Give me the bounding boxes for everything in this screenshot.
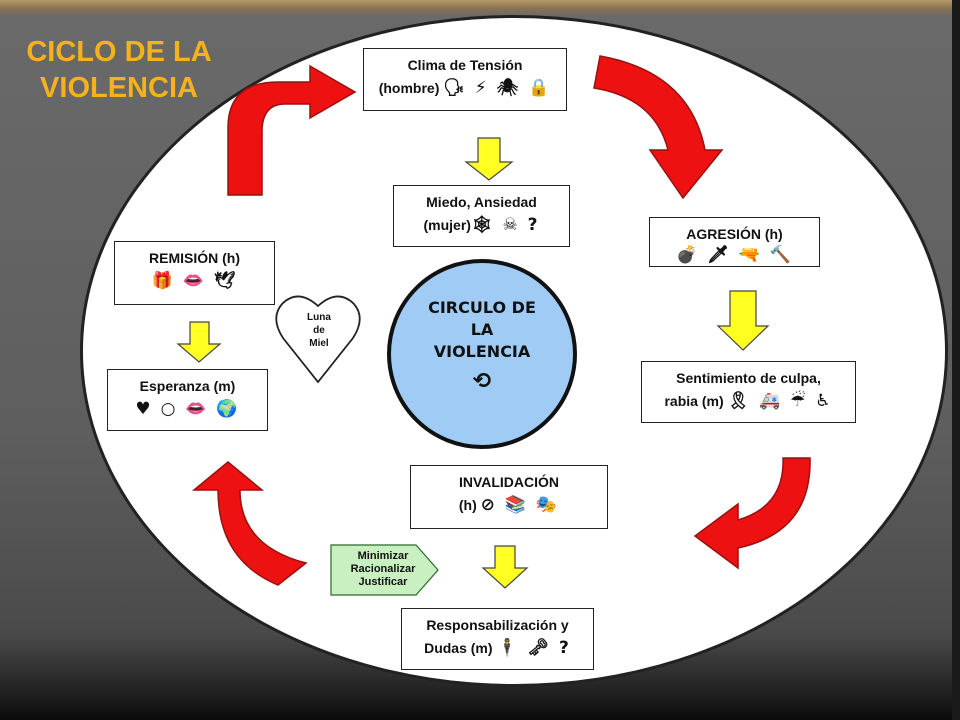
- heart-line-2: de: [313, 325, 325, 336]
- clima-icons: 🗣 ⚡ 🕷 🔒: [443, 78, 552, 98]
- cycle-icon: ⟲: [472, 369, 492, 394]
- miedo-icons: 🕸 ☠ ?: [470, 215, 540, 235]
- invalidacion-line-1: INVALIDACIÓN: [458, 474, 560, 490]
- miedo-line-1: Miedo, Ansiedad: [426, 194, 537, 210]
- heart-line-1: Luna: [307, 312, 331, 323]
- culpa-icons: 🎗 🚑 ☔ ♿: [727, 391, 833, 411]
- esperanza-line-1: Esperanza (m): [139, 378, 236, 394]
- heart-line-3: Miel: [309, 338, 329, 349]
- box-remision: REMISIÓN (h) 🎁 👄 🕊: [114, 241, 275, 305]
- center-line-3: VIOLENCIA: [433, 342, 531, 361]
- pentagon-line-1: Minimizar: [357, 550, 409, 562]
- invalidacion-line-2: (h): [458, 497, 477, 513]
- box-agresion: AGRESIÓN (h) 💣 🗡 🔫 🔨: [649, 217, 820, 267]
- center-circle: CIRCULO DE LA VIOLENCIA ⟲: [387, 259, 577, 449]
- pentagon-line-3: Justificar: [358, 576, 408, 588]
- invalidacion-icons: ⊘ 📚 🎭: [480, 495, 560, 515]
- slide-title: CICLO DE LA VIOLENCIA: [14, 34, 224, 106]
- red-arrow-top-left: [227, 64, 357, 196]
- title-line-1: CICLO DE LA: [26, 36, 212, 68]
- top-decoration: [0, 0, 960, 16]
- pentagon-label: Minimizar Racionalizar Justificar: [333, 550, 433, 589]
- yellow-arrow-remision-to-esperanza: [176, 321, 222, 363]
- clima-line-1: Clima de Tensión: [407, 57, 523, 73]
- red-arrow-top-right: [593, 55, 724, 200]
- culpa-line-2: rabia (m): [664, 393, 724, 409]
- esperanza-icons: ♥ ○ 👄 🌍: [135, 399, 240, 419]
- box-clima-tension: Clima de Tensión (hombre) 🗣 ⚡ 🕷 🔒: [363, 48, 567, 111]
- miedo-line-2: (mujer): [423, 217, 471, 233]
- right-border: [952, 0, 960, 720]
- clima-line-2: (hombre): [378, 80, 440, 96]
- center-line-2: LA: [470, 320, 494, 339]
- yellow-arrow-clima-to-miedo: [464, 137, 514, 181]
- red-arrow-bottom-left: [191, 461, 308, 586]
- box-invalidacion: INVALIDACIÓN (h) ⊘ 📚 🎭: [410, 465, 608, 529]
- remision-icons: 🎁 👄 🕊: [151, 271, 238, 291]
- title-line-2: VIOLENCIA: [40, 72, 198, 104]
- resp-icons: 🕴 🗝 ?: [496, 638, 571, 658]
- heart-label: Luna de Miel: [297, 311, 341, 350]
- box-responsabilizacion: Responsabilización y Dudas (m) 🕴 🗝 ?: [401, 608, 594, 670]
- center-line-1: CIRCULO DE: [428, 298, 536, 317]
- box-esperanza: Esperanza (m) ♥ ○ 👄 🌍: [107, 369, 268, 431]
- box-miedo-ansiedad: Miedo, Ansiedad (mujer)🕸 ☠ ?: [393, 185, 570, 247]
- culpa-line-1: Sentimiento de culpa,: [676, 370, 821, 386]
- box-sentimiento-culpa: Sentimiento de culpa, rabia (m) 🎗 🚑 ☔ ♿: [641, 361, 856, 423]
- pentagon-line-2: Racionalizar: [350, 563, 416, 575]
- agresion-line-1: AGRESIÓN (h): [686, 226, 783, 242]
- resp-line-2: Dudas (m): [424, 640, 493, 656]
- remision-line-1: REMISIÓN (h): [149, 250, 240, 266]
- red-arrow-bottom-right: [693, 457, 811, 570]
- pentagon-shape: [330, 544, 439, 596]
- agresion-icons: 💣 🗡 🔫 🔨: [676, 245, 793, 265]
- yellow-arrow-invalidacion-to-resp: [481, 545, 529, 589]
- heart-shape: [275, 295, 361, 384]
- resp-line-1: Responsabilización y: [426, 617, 569, 633]
- yellow-arrow-agresion-to-culpa: [716, 290, 770, 351]
